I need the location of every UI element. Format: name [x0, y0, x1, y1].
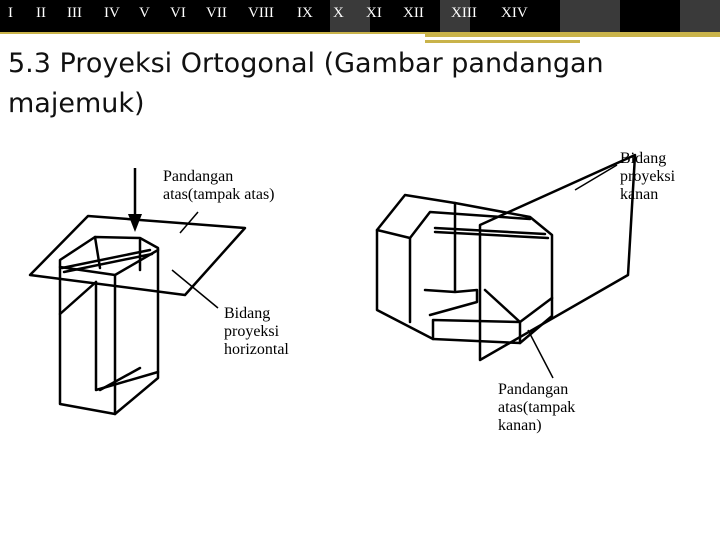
label-line: proyeksi: [224, 323, 280, 340]
numeral-4: IV: [104, 5, 120, 21]
slide-title: 5.3 Proyeksi Ortogonal (Gambar pandangan…: [8, 48, 604, 119]
numeral-13: XIII: [451, 5, 477, 21]
numeral-6: VI: [170, 5, 186, 21]
numeral-12: XII: [403, 5, 424, 21]
numeral-header-bar: I II III IV V VI VII VIII IX X XI XII XI…: [0, 0, 720, 32]
label-line: kanan: [620, 186, 659, 203]
label-line: Bidang: [620, 150, 667, 167]
leader-top-view: [179, 211, 199, 234]
numeral-1: I: [8, 5, 13, 21]
label-line: proyeksi: [620, 168, 676, 185]
numeral-7: VII: [206, 5, 227, 21]
label-line: Pandangan: [498, 381, 569, 398]
numeral-9: IX: [297, 5, 313, 21]
viewing-direction-arrow: [128, 168, 142, 232]
label-line: atas(tampak: [498, 399, 576, 416]
numeral-5: V: [139, 5, 150, 21]
left-block: [58, 235, 160, 416]
leader-right-view: [527, 329, 554, 379]
label-right-view: Pandangan atas(tampak kanan): [498, 381, 575, 435]
label-line: kanan): [498, 417, 542, 434]
header-accent-bar-thin: [425, 40, 580, 43]
leader-horizontal-plane: [171, 269, 219, 309]
numeral-11: XI: [366, 5, 382, 21]
header-stripe: [330, 0, 370, 32]
header-divider: [0, 32, 720, 34]
label-line: horizontal: [224, 341, 289, 358]
label-line: atas(tampak atas): [163, 186, 275, 203]
label-right-projection-plane: Bidang proyeksi kanan: [620, 150, 675, 204]
numeral-2: II: [36, 5, 46, 21]
right-projection-plane: [478, 153, 637, 362]
numeral-8: VIII: [248, 5, 274, 21]
header-accent-bar: [425, 32, 720, 37]
header-stripe: [680, 0, 720, 32]
header-stripe: [440, 0, 470, 32]
label-top-view: Pandangan atas(tampak atas): [163, 168, 275, 204]
horizontal-projection-plane: [28, 214, 247, 297]
numeral-10: X: [333, 5, 344, 21]
numeral-3: III: [67, 5, 82, 21]
header-stripe: [560, 0, 620, 32]
label-line: Pandangan: [163, 168, 234, 185]
numeral-14: XIV: [501, 5, 528, 21]
right-block: [375, 193, 554, 345]
label-horizontal-projection-plane: Bidang proyeksi horizontal: [224, 305, 289, 359]
label-line: Bidang: [224, 305, 271, 322]
leader-right-plane: [574, 164, 618, 191]
